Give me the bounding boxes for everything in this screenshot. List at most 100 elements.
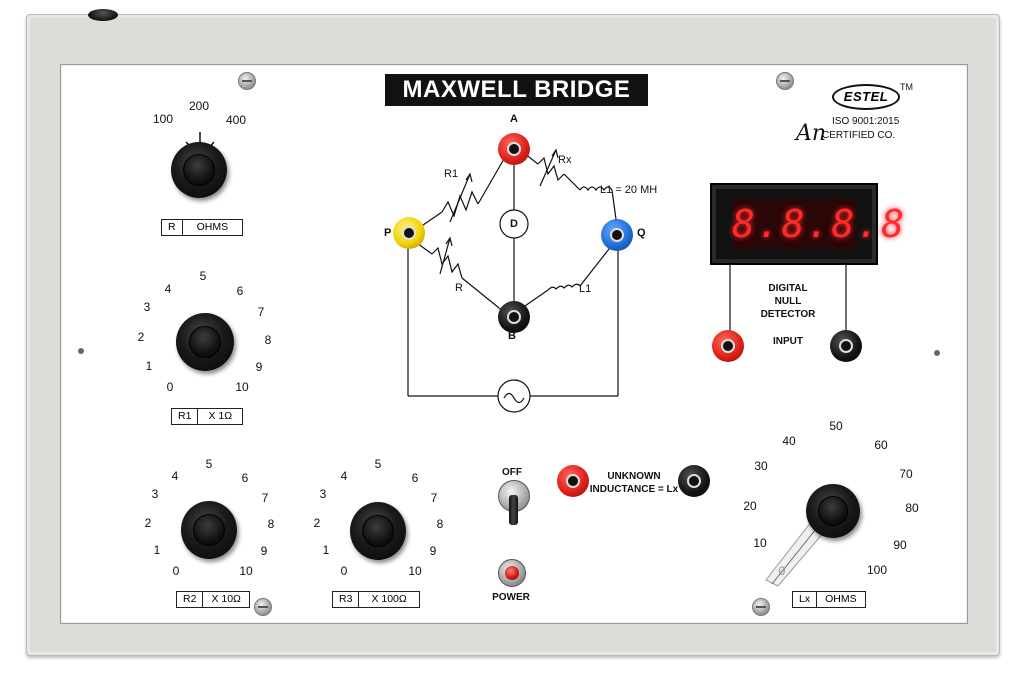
terminal-hole bbox=[566, 474, 580, 488]
terminal-hole bbox=[687, 474, 701, 488]
r1-scale-4: 4 bbox=[164, 282, 172, 296]
r2-scale-0: 0 bbox=[172, 564, 180, 578]
r3-scale-3: 3 bbox=[319, 487, 327, 501]
r2-scale-7: 7 bbox=[261, 491, 269, 505]
r1-scale-7: 7 bbox=[257, 305, 265, 319]
tag-symbol: Lx bbox=[793, 592, 818, 607]
lx-scale-10: 10 bbox=[753, 536, 767, 550]
lx-scale-20: 20 bbox=[743, 499, 757, 513]
power-switch[interactable] bbox=[498, 480, 530, 525]
lx-scale-50: 50 bbox=[829, 419, 843, 433]
lx-dial-knob[interactable] bbox=[806, 484, 860, 538]
r-selector-knob[interactable] bbox=[171, 142, 227, 198]
r3-scale-5: 5 bbox=[374, 457, 382, 471]
certified-text: CERTIFIED CO. bbox=[822, 130, 896, 141]
r1-dial-knob[interactable] bbox=[176, 313, 234, 371]
r2-scale-5: 5 bbox=[205, 457, 213, 471]
detector-input-wires bbox=[729, 262, 847, 334]
r1-scale-0: 0 bbox=[166, 380, 174, 394]
tag-symbol: R1 bbox=[172, 409, 199, 424]
tag-symbol: R bbox=[162, 220, 183, 235]
r2-scale-3: 3 bbox=[151, 487, 159, 501]
r1-dial-tag: R1 X 1Ω bbox=[171, 408, 244, 425]
r2-scale-9: 9 bbox=[260, 544, 268, 558]
detector-input-black-jack[interactable] bbox=[830, 330, 862, 362]
knob-cap bbox=[818, 496, 848, 526]
terminal-q-blue[interactable] bbox=[601, 219, 633, 251]
lx-scale-90: 90 bbox=[893, 538, 907, 552]
knob-cap bbox=[189, 326, 221, 358]
r-scale-400: 400 bbox=[225, 113, 247, 127]
r3-dial-tag: R3 X 100Ω bbox=[332, 591, 420, 608]
tag-unit: X 1Ω bbox=[208, 410, 233, 422]
r2-scale-4: 4 bbox=[171, 469, 179, 483]
knob-cap bbox=[193, 514, 225, 546]
panel-title: MAXWELL BRIDGE bbox=[385, 74, 648, 106]
r3-scale-4: 4 bbox=[340, 469, 348, 483]
terminal-a-red[interactable] bbox=[498, 133, 530, 165]
r-selector-tag: R OHMS bbox=[161, 219, 244, 236]
terminal-p-yellow[interactable] bbox=[393, 217, 425, 249]
power-indicator bbox=[498, 559, 526, 587]
lx-scale-40: 40 bbox=[782, 434, 796, 448]
r-scale-200: 200 bbox=[188, 99, 210, 113]
r3-scale-8: 8 bbox=[436, 517, 444, 531]
r-scale-100: 100 bbox=[152, 112, 174, 126]
unknown-inductance-label: UNKNOWN INDUCTANCE = Lx bbox=[588, 470, 680, 496]
r2-scale-1: 1 bbox=[153, 543, 161, 557]
terminal-hole bbox=[839, 339, 853, 353]
power-led bbox=[505, 566, 519, 580]
panel-screw bbox=[776, 72, 794, 90]
detector-input-label: INPUT bbox=[773, 336, 803, 347]
unknown-inductance-black-jack[interactable] bbox=[678, 465, 710, 497]
r3-dial-knob[interactable] bbox=[350, 502, 406, 560]
detector-label-line3: DETECTOR bbox=[760, 309, 816, 320]
tag-unit: X 100Ω bbox=[371, 593, 407, 605]
power-label: POWER bbox=[492, 592, 530, 603]
an-mark: An bbox=[796, 121, 827, 146]
r1-scale-10: 10 bbox=[235, 380, 249, 394]
trademark: TM bbox=[900, 82, 913, 92]
node-b-label: B bbox=[508, 330, 516, 342]
r1-scale-3: 3 bbox=[143, 300, 151, 314]
terminal-b-black[interactable] bbox=[498, 301, 530, 333]
lx-scale-60: 60 bbox=[874, 438, 888, 452]
r1-scale-6: 6 bbox=[236, 284, 244, 298]
l1-symbol-label: L1 bbox=[579, 283, 592, 295]
tag-unit: OHMS bbox=[196, 221, 229, 233]
tag-symbol: R3 bbox=[333, 592, 360, 607]
switch-off-label: OFF bbox=[502, 467, 522, 478]
detector-symbol-label: D bbox=[510, 218, 518, 230]
top-button[interactable] bbox=[88, 9, 118, 21]
digital-display: 8.8.8.8 bbox=[710, 183, 904, 265]
tag-unit: X 10Ω bbox=[211, 593, 241, 605]
unknown-inductance-red-jack[interactable] bbox=[557, 465, 589, 497]
brand-logo: ESTEL bbox=[832, 84, 900, 110]
r2-dial-tag: R2 X 10Ω bbox=[176, 591, 250, 608]
r3-scale-2: 2 bbox=[313, 516, 321, 530]
node-p-label: P bbox=[384, 227, 392, 239]
r3-scale-9: 9 bbox=[429, 544, 437, 558]
unknown-line2: INDUCTANCE = Lx bbox=[589, 484, 679, 495]
tag-unit: OHMS bbox=[825, 593, 857, 605]
knob-cap bbox=[362, 515, 394, 547]
r1-scale-8: 8 bbox=[264, 333, 272, 347]
r3-scale-6: 6 bbox=[411, 471, 419, 485]
bridge-circuit-diagram bbox=[407, 148, 619, 413]
r3-scale-1: 1 bbox=[322, 543, 330, 557]
r3-scale-10: 10 bbox=[408, 564, 422, 578]
r2-scale-8: 8 bbox=[267, 517, 275, 531]
r3-scale-0: 0 bbox=[340, 564, 348, 578]
r2-dial-knob[interactable] bbox=[181, 501, 237, 559]
r2-scale-10: 10 bbox=[239, 564, 253, 578]
terminal-hole bbox=[610, 228, 624, 242]
brand-logo-text: ESTEL bbox=[843, 89, 889, 104]
detector-label-line2: NULL bbox=[774, 296, 802, 307]
display-reading: 8.8.8.8 bbox=[732, 199, 904, 249]
detector-label-line1: DIGITAL bbox=[768, 283, 808, 294]
detector-input-red-jack[interactable] bbox=[712, 330, 744, 362]
lx-scale-70: 70 bbox=[899, 467, 913, 481]
lx-scale-30: 30 bbox=[754, 459, 768, 473]
node-q-label: Q bbox=[637, 227, 646, 239]
r-symbol-label: R bbox=[455, 282, 463, 294]
